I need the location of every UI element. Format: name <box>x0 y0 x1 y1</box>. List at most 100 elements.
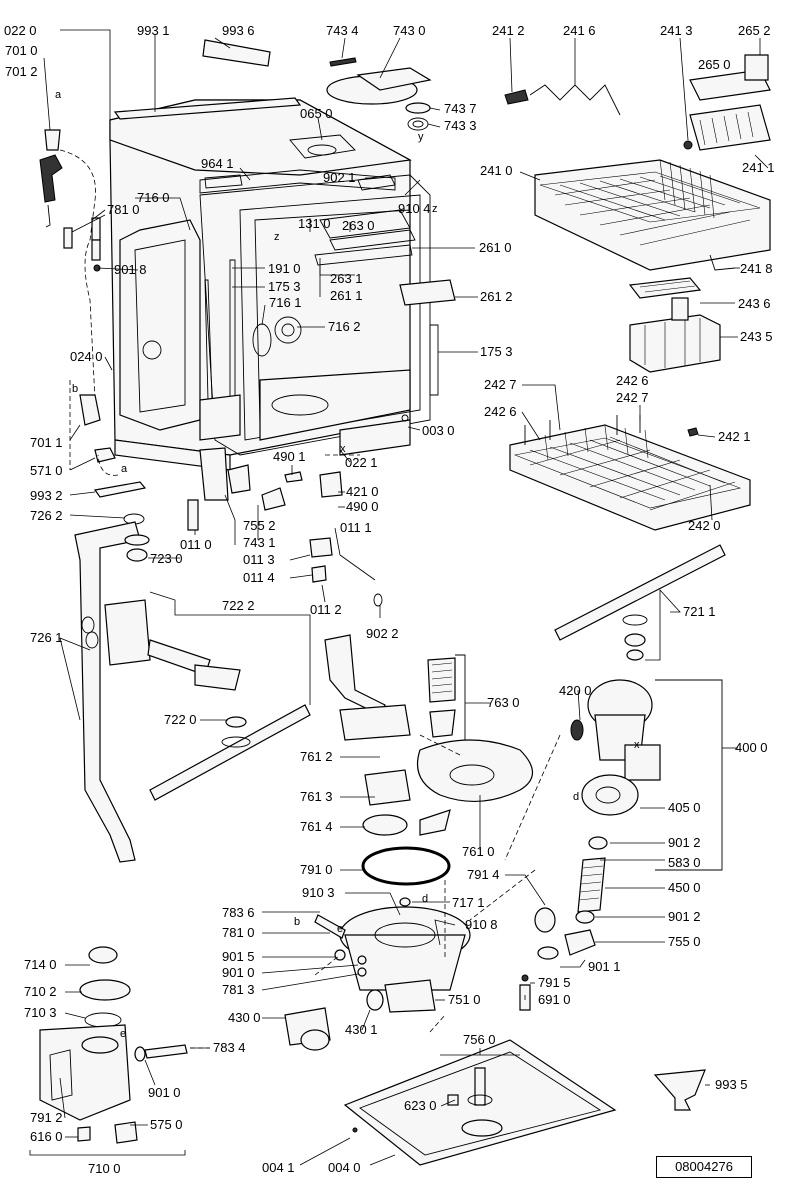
part-label: 242 6 <box>616 373 649 388</box>
lower-spray-arm <box>149 704 311 801</box>
wrench-tool <box>93 481 147 498</box>
part-label: 450 0 <box>668 880 701 895</box>
part-labels: 022 0 993 1 993 6 743 4 743 0 241 2 241 … <box>4 23 775 1176</box>
part-label: 261 1 <box>330 288 363 303</box>
part-label: 901 5 <box>222 949 255 964</box>
part-label: 714 0 <box>24 957 57 972</box>
part-label: 964 1 <box>201 156 234 171</box>
marker-letter: e <box>120 1028 126 1040</box>
part-label: 743 4 <box>326 23 359 38</box>
part-label: 761 2 <box>300 749 333 764</box>
part-label: 791 2 <box>30 1110 63 1125</box>
part-label: 723 0 <box>150 551 183 566</box>
part-label: 022 0 <box>4 23 37 38</box>
part-label: 242 7 <box>484 377 517 392</box>
part-label: 910 3 <box>302 885 335 900</box>
part-label: 783 6 <box>222 905 255 920</box>
part-label: 726 2 <box>30 508 63 523</box>
part-label: 751 0 <box>448 992 481 1007</box>
part-label: 265 0 <box>698 57 731 72</box>
salt-funnel <box>653 1069 706 1111</box>
part-label: 743 3 <box>444 118 477 133</box>
marker-letter: y <box>418 131 424 143</box>
part-label: 263 1 <box>330 271 363 286</box>
marker-letter: z <box>432 203 438 215</box>
part-label: 175 3 <box>268 279 301 294</box>
part-label: 400 0 <box>735 740 768 755</box>
part-label: 791 5 <box>538 975 571 990</box>
marker-letter: a <box>55 89 62 101</box>
marker-letter: d <box>573 791 579 803</box>
part-label: 583 0 <box>668 855 701 870</box>
part-label: 263 0 <box>342 218 375 233</box>
part-label: 716 1 <box>269 295 302 310</box>
part-label: 241 6 <box>563 23 596 38</box>
connection-markers: a b a x x z z y d d e e b <box>55 89 640 1040</box>
part-label: 791 4 <box>467 867 500 882</box>
part-label: 430 1 <box>345 1022 378 1037</box>
part-label: 175 3 <box>480 344 513 359</box>
part-label: 691 0 <box>538 992 571 1007</box>
part-label: 717 1 <box>452 895 485 910</box>
part-label: 241 8 <box>740 261 773 276</box>
part-label: 910 8 <box>465 917 498 932</box>
part-label: 490 0 <box>346 499 379 514</box>
cutlery-basket <box>628 277 721 373</box>
part-label: 243 5 <box>740 329 773 344</box>
part-label: 011 3 <box>243 552 275 567</box>
marker-letter: x <box>340 443 346 455</box>
part-label: 011 0 <box>180 537 212 552</box>
part-label: 901 0 <box>148 1085 181 1100</box>
part-label: 781 3 <box>222 982 255 997</box>
vent-pin <box>329 57 357 67</box>
part-label: 003 0 <box>422 423 455 438</box>
part-label: 623 0 <box>404 1098 437 1113</box>
drain-hose-section <box>577 857 606 913</box>
part-label: 781 0 <box>222 925 255 940</box>
part-label: 743 7 <box>444 101 477 116</box>
part-label: 011 2 <box>310 602 342 617</box>
part-label: 783 4 <box>213 1040 246 1055</box>
marker-letter: a <box>121 463 128 475</box>
part-label: 242 6 <box>484 404 517 419</box>
part-label: 901 1 <box>588 959 621 974</box>
leader-lines <box>29 29 769 1166</box>
pump-housing <box>581 774 639 816</box>
hose-connector <box>94 447 116 463</box>
elbow-hose <box>564 929 596 956</box>
part-label: 242 0 <box>688 518 721 533</box>
basket-wire <box>529 84 621 116</box>
part-label: 716 0 <box>137 190 170 205</box>
part-label: 721 1 <box>683 604 716 619</box>
part-label: 901 8 <box>114 262 147 277</box>
part-label: 710 3 <box>24 1005 57 1020</box>
part-label: 701 0 <box>5 43 38 58</box>
part-label: 716 2 <box>328 319 361 334</box>
part-label: 755 0 <box>668 934 701 949</box>
part-label: 910 4 <box>398 201 431 216</box>
drawing-code: 08004276 <box>656 1156 752 1178</box>
part-label: 722 0 <box>164 712 197 727</box>
marker-letter: b <box>294 916 300 928</box>
part-label: 726 1 <box>30 630 63 645</box>
water-softener <box>39 946 131 1121</box>
part-label: 781 0 <box>107 202 140 217</box>
part-label: 993 6 <box>222 23 255 38</box>
part-label: 571 0 <box>30 463 63 478</box>
part-label: 405 0 <box>668 800 701 815</box>
part-label: 761 0 <box>462 844 495 859</box>
top-strip <box>113 97 302 120</box>
o-ring <box>124 534 150 546</box>
marker-letter: d <box>422 893 428 905</box>
part-label: 902 1 <box>323 170 356 185</box>
sump-seal-ring <box>361 846 451 886</box>
part-label: 430 0 <box>228 1010 261 1025</box>
part-label: 722 2 <box>222 598 255 613</box>
softener-cap <box>114 1121 138 1144</box>
part-label: 261 0 <box>479 240 512 255</box>
part-label: 065 0 <box>300 106 333 121</box>
filter-cartridge <box>427 657 456 703</box>
lower-spray-hub <box>104 599 151 666</box>
part-label: 901 2 <box>668 835 701 850</box>
